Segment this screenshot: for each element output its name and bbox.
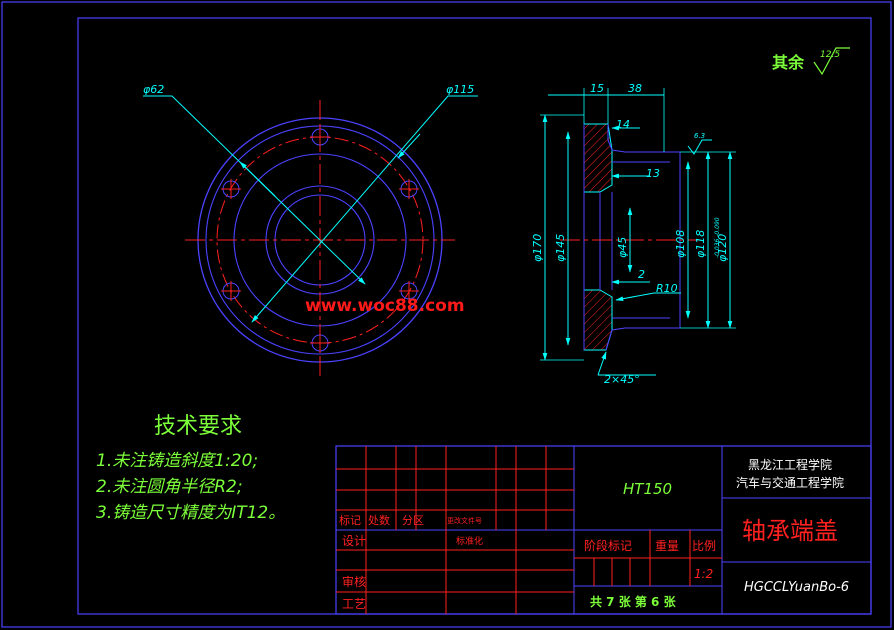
title-block bbox=[335, 445, 872, 615]
scale-label: 比例 bbox=[692, 539, 716, 553]
dim-15: 15 bbox=[590, 82, 604, 95]
surface-finish-value: 12.5 bbox=[820, 50, 840, 60]
scale-value: 1:2 bbox=[694, 567, 713, 581]
sheet-count: 共 7 张 第 6 张 bbox=[590, 594, 677, 609]
rev-header-mark: 标记 bbox=[339, 513, 361, 527]
standardize-label: 标准化 bbox=[456, 535, 483, 547]
stage-mark-label: 阶段标记 bbox=[584, 538, 632, 553]
dim-r10: R10 bbox=[656, 282, 678, 295]
dim-phi145: φ145 bbox=[554, 234, 567, 262]
section-view: 15 38 14 13 2 φ170 φ145 φ45 φ108 φ118 φ1… bbox=[531, 82, 736, 386]
tech-requirements: 技术要求 1.未注铸造斜度1:20; 2.未注圆角半径R2; 3.铸造尺寸精度为… bbox=[96, 414, 285, 523]
review-label: 审核 bbox=[342, 574, 366, 589]
dim-38: 38 bbox=[628, 82, 642, 95]
tech-item-2: 2.未注圆角半径R2; bbox=[96, 477, 243, 497]
rev-header-docno: 更改文件号 bbox=[447, 516, 482, 525]
rev-header-count: 处数 bbox=[368, 514, 390, 527]
dim-phi45: φ45 bbox=[616, 237, 629, 258]
material-text: HT150 bbox=[623, 480, 672, 498]
drawing-number: HGCCLYuanBo-6 bbox=[744, 580, 849, 595]
design-label: 设计 bbox=[342, 534, 366, 548]
dim-phi108: φ108 bbox=[674, 230, 687, 258]
school-line-1: 黑龙江工程学院 bbox=[748, 457, 832, 472]
dim-phi118: φ118 bbox=[694, 230, 707, 258]
dim-14: 14 bbox=[616, 118, 630, 131]
dim-chamfer: 2×45° bbox=[604, 373, 640, 386]
dim-phi120: φ120 bbox=[716, 234, 729, 262]
rev-header-zone: 分区 bbox=[402, 514, 424, 527]
tech-item-3: 3.铸造尺寸精度为IT12。 bbox=[96, 503, 285, 523]
process-label: 工艺 bbox=[342, 597, 366, 611]
dim-2: 2 bbox=[638, 268, 645, 281]
watermark-text: www.woc88.com bbox=[305, 296, 465, 316]
dim-phi120-tolerance: -0.036 -0.090 bbox=[714, 217, 721, 258]
face-roughness-value: 6.3 bbox=[694, 132, 705, 140]
front-view: φ62 φ115 bbox=[143, 83, 478, 380]
roughness-symbol bbox=[813, 47, 850, 76]
bolt-holes bbox=[221, 127, 419, 353]
tech-item-1: 1.未注铸造斜度1:20; bbox=[96, 451, 258, 471]
surface-finish-note: 其余 12.5 bbox=[772, 47, 850, 76]
tech-title: 技术要求 bbox=[154, 414, 242, 439]
dim-phi115: φ115 bbox=[446, 83, 474, 96]
school-line-2: 汽车与交通工程学院 bbox=[736, 475, 844, 490]
dim-13: 13 bbox=[646, 167, 660, 180]
part-name: 轴承端盖 bbox=[742, 517, 838, 545]
weight-label: 重量 bbox=[655, 539, 679, 553]
dim-phi170: φ170 bbox=[531, 234, 544, 262]
surface-finish-label: 其余 bbox=[772, 53, 805, 72]
dim-phi62: φ62 bbox=[143, 83, 164, 96]
face-roughness-symbol bbox=[687, 139, 712, 155]
title-block-text: 标记 处数 分区 更改文件号 设计 标准化 审核 工艺 HT150 阶段标记 重… bbox=[339, 457, 849, 611]
